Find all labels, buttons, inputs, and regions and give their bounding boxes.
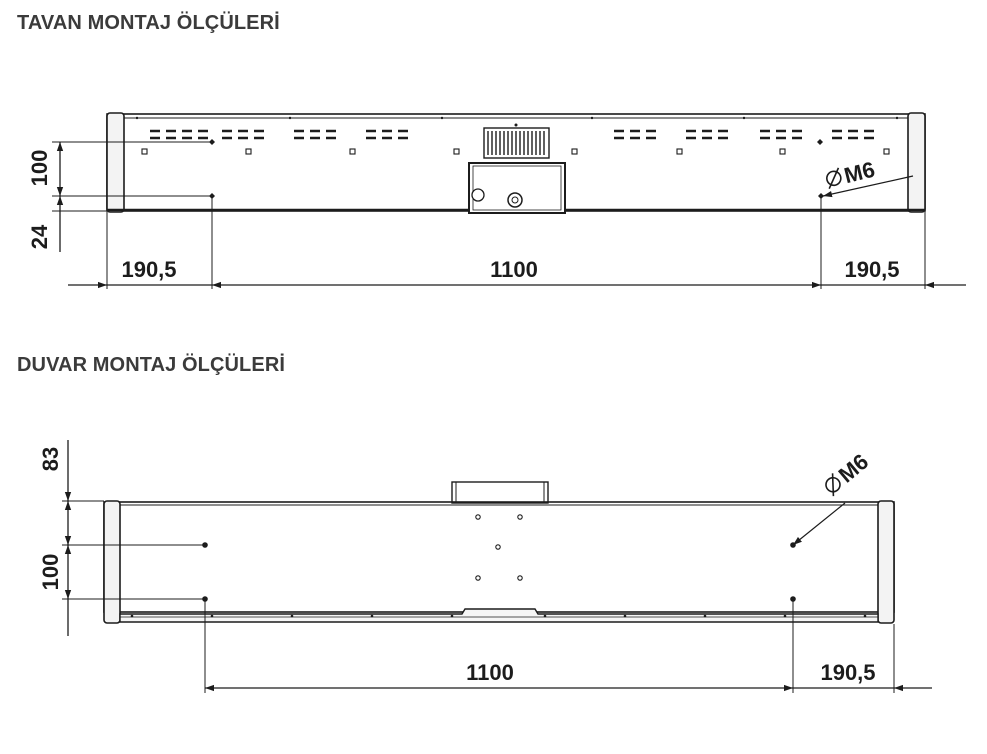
- wall-right-endcap: [877, 500, 895, 624]
- wall-rail-dots: [130, 614, 867, 618]
- ceiling-dim-height: 100: [27, 150, 52, 187]
- ceiling-dim-right: 190,5: [844, 257, 899, 282]
- wall-vertical-dimensions: [62, 440, 205, 636]
- ceiling-horizontal-dimensions: [68, 196, 966, 289]
- ceiling-mount-title: TAVAN MONTAJ ÖLÇÜLERİ: [17, 12, 280, 34]
- ceiling-center-grille: [483, 127, 550, 159]
- wall-dim-center: 1100: [466, 660, 514, 685]
- wall-dim-top: 83: [38, 447, 63, 471]
- wall-bottom-rail: [119, 608, 879, 623]
- ceiling-mount-point-top-right: [817, 139, 823, 145]
- wall-unit-body: [103, 501, 895, 613]
- wall-horizontal-dimensions: [204, 599, 932, 693]
- ceiling-dim-center: 1100: [490, 257, 538, 282]
- ceiling-drawing: 100 24 190,5 1100 190,5 M6: [27, 112, 966, 289]
- ceiling-dim-offset: 24: [27, 224, 52, 249]
- ceiling-top-dots: [135, 116, 899, 127]
- ceiling-vent-slots: [150, 129, 874, 140]
- wall-left-endcap: [103, 500, 121, 624]
- ceiling-right-endcap: [907, 112, 926, 213]
- wall-dim-right: 190,5: [820, 660, 875, 685]
- ceiling-square-markers: [141, 148, 890, 155]
- wall-drawing: 83 100 1100 190,5 M6: [38, 440, 932, 693]
- ceiling-vertical-dimensions: [52, 141, 212, 252]
- wall-top-nozzle: [451, 481, 549, 504]
- wall-center-screws: [475, 514, 523, 581]
- ceiling-left-endcap: [106, 112, 125, 213]
- wall-mount-title: DUVAR MONTAJ ÖLÇÜLERİ: [17, 354, 286, 376]
- wall-dim-height: 100: [38, 554, 63, 591]
- ceiling-dim-left: 190,5: [121, 257, 176, 282]
- wall-thread-callout: M6: [792, 449, 873, 546]
- ceiling-junction-box: [468, 162, 566, 214]
- ceiling-thread-label: M6: [842, 157, 878, 189]
- ceiling-thread-callout: M6: [822, 157, 914, 198]
